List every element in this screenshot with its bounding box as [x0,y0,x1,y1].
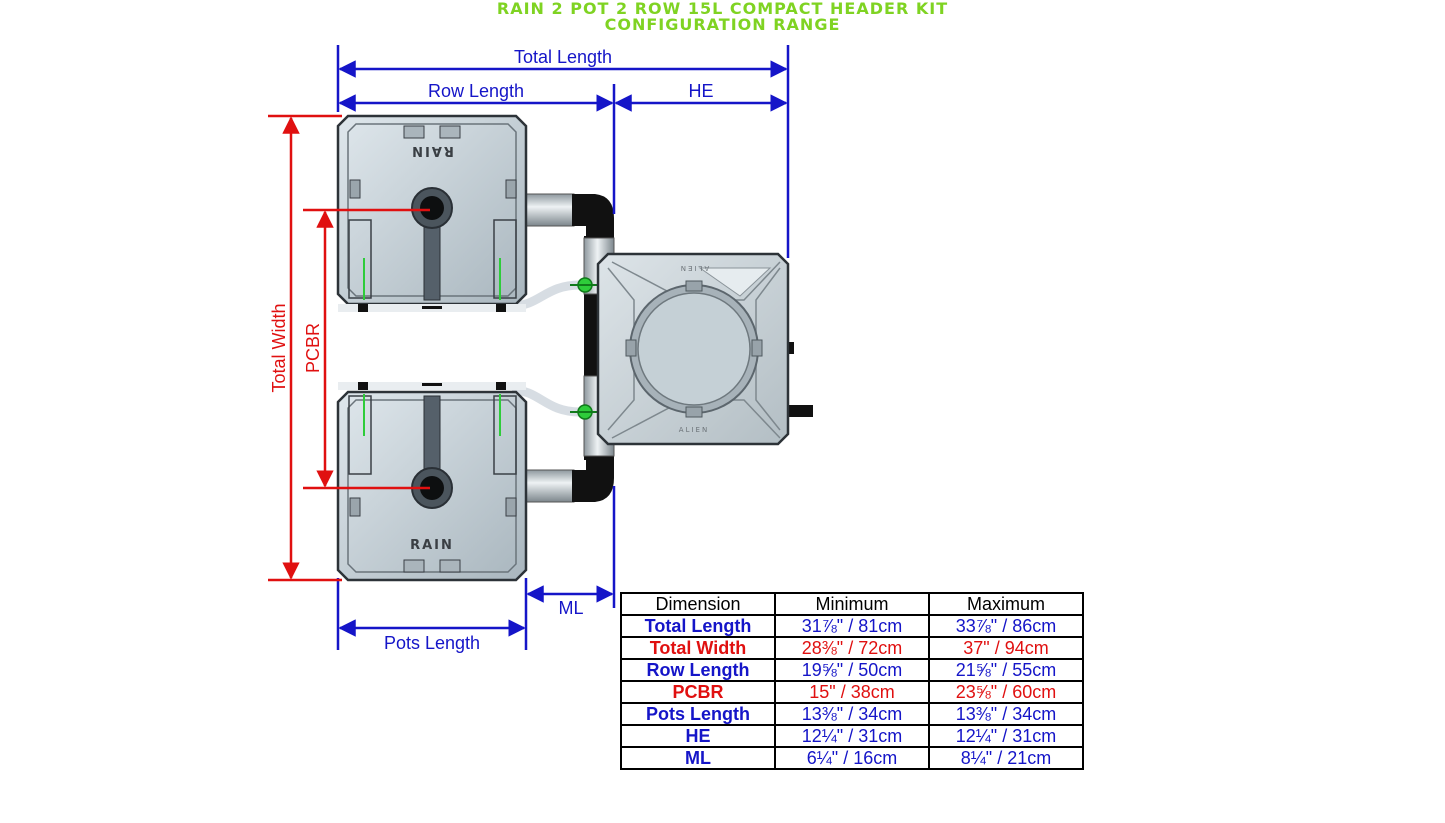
row-length-label: Row Length [428,81,524,101]
table-header: Minimum [774,592,930,616]
dimension-name: Total Width [620,636,776,660]
table-row: HE 12¼" / 31cm 12¼" / 31cm [620,724,1084,748]
dimension-name: HE [620,724,776,748]
ml-label: ML [558,598,583,618]
red-dimensions: Total Width PCBR [268,114,430,582]
diagram-title: RAIN 2 POT 2 ROW 15L COMPACT HEADER KIT [496,0,949,18]
dimension-max: 23⅝" / 60cm [928,680,1084,704]
he-label: HE [688,81,713,101]
dimension-max: 8¼" / 21cm [928,746,1084,770]
table-header: Dimension [620,592,776,616]
blue-dimensions: Total Length Row Length HE ML Pots Lengt… [336,45,790,653]
dimension-min: 28⅜" / 72cm [774,636,930,660]
dimensions-table: Dimension Minimum Maximum Total Length 3… [620,592,1084,770]
dimension-min: 12¼" / 31cm [774,724,930,748]
dimension-min: 6¼" / 16cm [774,746,930,770]
dimension-name: Pots Length [620,702,776,726]
dimension-min: 15" / 38cm [774,680,930,704]
table-row: Total Width 28⅜" / 72cm 37" / 94cm [620,636,1084,660]
dimension-name: Row Length [620,658,776,682]
dimension-max: 21⅝" / 55cm [928,658,1084,682]
dimension-min: 13⅜" / 34cm [774,702,930,726]
dimension-name: ML [620,746,776,770]
dimension-name: Total Length [620,614,776,638]
dimension-name: PCBR [620,680,776,704]
total-width-label: Total Width [269,303,289,392]
pot-top: RAIN [336,114,528,312]
dimension-min: 31⅞" / 81cm [774,614,930,638]
table-header: Maximum [928,592,1084,616]
dimension-max: 33⅞" / 86cm [928,614,1084,638]
pot-brand-text: RAIN [410,538,454,553]
pot-brand-text: RAIN [410,143,454,158]
dimension-min: 19⅝" / 50cm [774,658,930,682]
table-row: Total Length 31⅞" / 81cm 33⅞" / 86cm [620,614,1084,638]
tank-brand-text: ALIEN [679,264,709,272]
table-header-row: Dimension Minimum Maximum [620,592,1084,616]
tank-brand-text: ALIEN [679,426,709,434]
total-length-label: Total Length [514,47,612,67]
header-tank: ALIEN ALIEN [596,252,813,446]
dimension-max: 12¼" / 31cm [928,724,1084,748]
dimension-max: 13⅜" / 34cm [928,702,1084,726]
pot-bottom: RAIN [336,382,528,582]
table-row: ML 6¼" / 16cm 8¼" / 21cm [620,746,1084,770]
table-row: Row Length 19⅝" / 50cm 21⅝" / 55cm [620,658,1084,682]
diagram-subtitle: CONFIGURATION RANGE [604,15,841,34]
pots-length-label: Pots Length [384,633,480,653]
pcbr-label: PCBR [303,323,323,373]
dimension-max: 37" / 94cm [928,636,1084,660]
table-row: PCBR 15" / 38cm 23⅝" / 60cm [620,680,1084,704]
table-row: Pots Length 13⅜" / 34cm 13⅜" / 34cm [620,702,1084,726]
